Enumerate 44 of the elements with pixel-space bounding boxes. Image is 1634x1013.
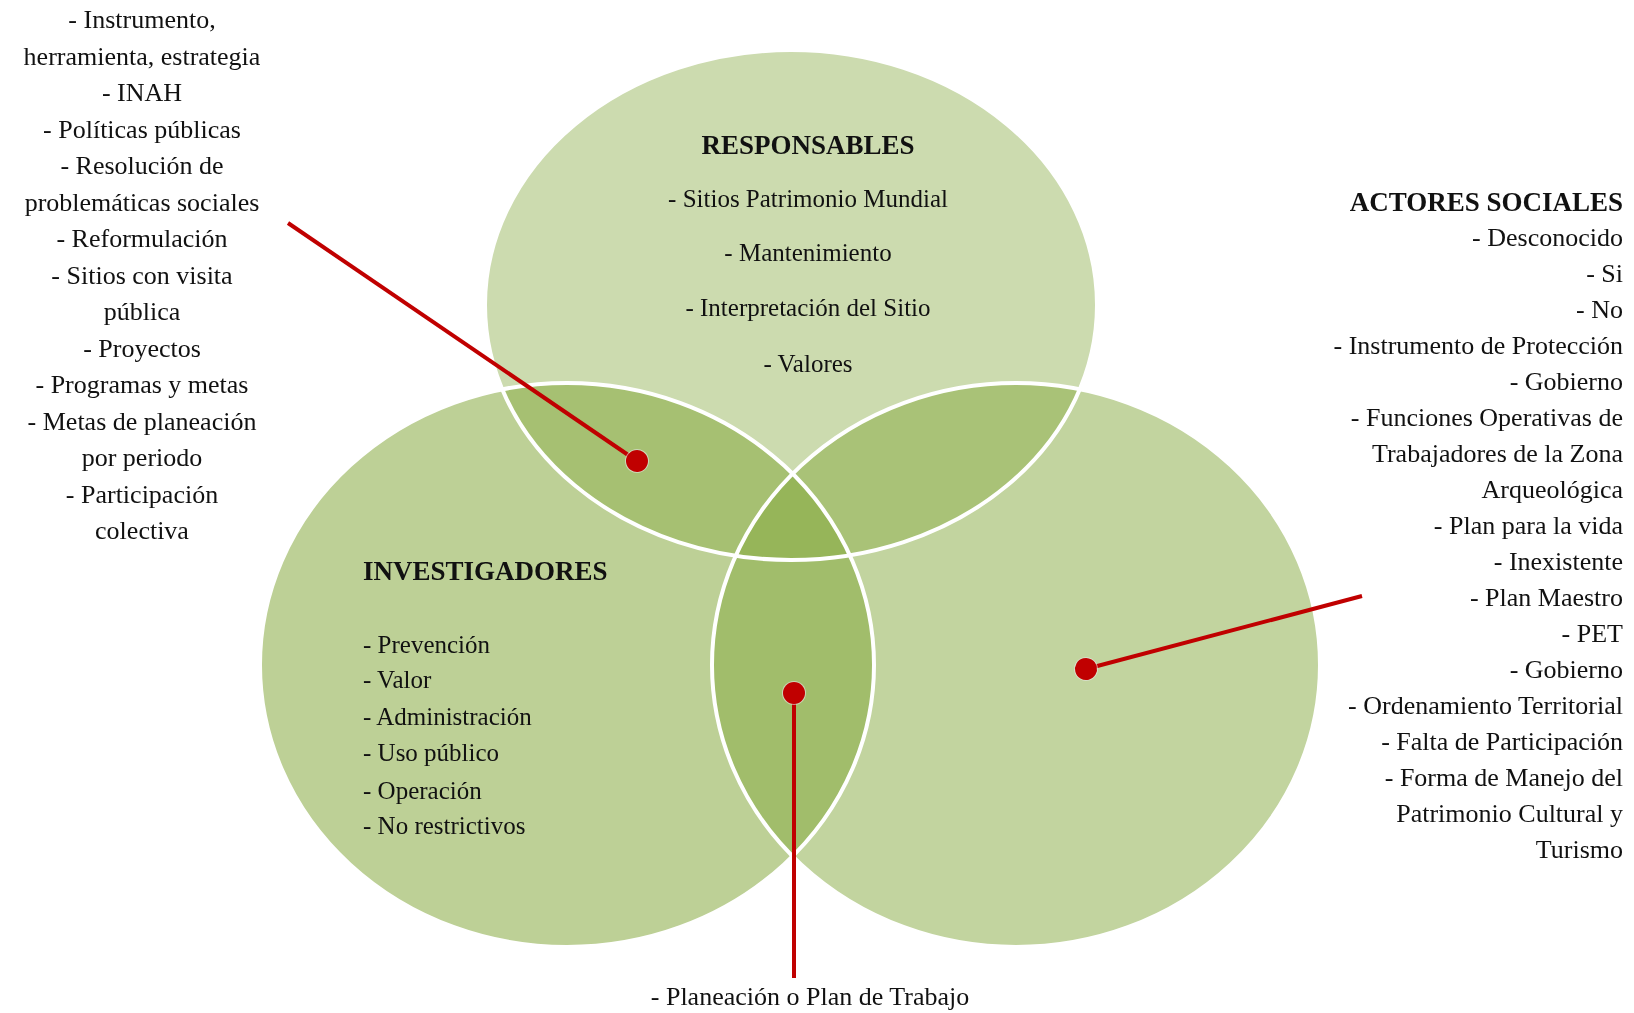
list-item: - Instrumento de Protección (1332, 330, 1623, 362)
list-item: - Plan Maestro (1468, 582, 1623, 614)
leader-line (286, 221, 649, 473)
list-item: - Reformulación (55, 223, 229, 255)
venn-circle (482, 47, 1100, 563)
list-item: - Inexistente (1492, 546, 1623, 578)
heading: INVESTIGADORES (363, 556, 608, 586)
list-item: - Mantenimiento (723, 238, 893, 268)
list-item: - Funciones Operativas de Trabajadores de la Zona Arqueológica (1349, 402, 1623, 506)
list-item: - Gobierno (1508, 366, 1623, 398)
list-item: - Instrumento, herramienta, estrategia (22, 4, 262, 73)
heading: ACTORES SOCIALES (1348, 186, 1623, 219)
list-item: - No restrictivos (363, 811, 526, 841)
list-item: - Sitios con visita pública (50, 259, 234, 328)
list-item: - Sitios Patrimonio Mundial (667, 184, 949, 214)
heading: RESPONSABLES (700, 130, 916, 160)
list-item: - INAH (100, 77, 184, 109)
list-item: - Participación colectiva (64, 478, 220, 547)
list-item: - Gobierno (1508, 654, 1623, 686)
list-item: - No (1575, 294, 1623, 326)
list-item: - PET (1560, 618, 1623, 650)
list-item: - Prevención (363, 630, 491, 660)
list-item: - Valor (363, 665, 432, 695)
list-item: - Desconocido (1471, 222, 1623, 254)
list-item: - Administración (363, 702, 532, 732)
list-item: - Plan para la vida (1432, 510, 1623, 542)
list-item: - Resolución de problemáticas sociales (23, 150, 261, 219)
list-item: - Planeación o Plan de Trabajo (649, 982, 971, 1012)
list-item: - Valores (762, 349, 854, 379)
list-item: - Forma de Manejo del Patrimonio Cultural y Turismo (1383, 762, 1623, 866)
list-item: - Políticas públicas (42, 113, 242, 146)
leader-line (1074, 594, 1363, 681)
list-item: - Metas de planeación por periodo (26, 405, 258, 474)
list-item: - Operación (363, 776, 482, 806)
list-item: - Proyectos (82, 332, 202, 365)
list-item: - Ordenamiento Territorial (1347, 690, 1623, 722)
list-item: - Falta de Participación (1380, 726, 1623, 758)
venn-circle (257, 380, 877, 950)
list-item: - Uso público (363, 738, 500, 768)
venn-circle (709, 380, 1323, 950)
leader-line (782, 681, 806, 978)
list-item: - Si (1585, 258, 1623, 290)
list-item: - Programas y metas (34, 369, 250, 401)
list-item: - Interpretación del Sitio (684, 293, 932, 323)
